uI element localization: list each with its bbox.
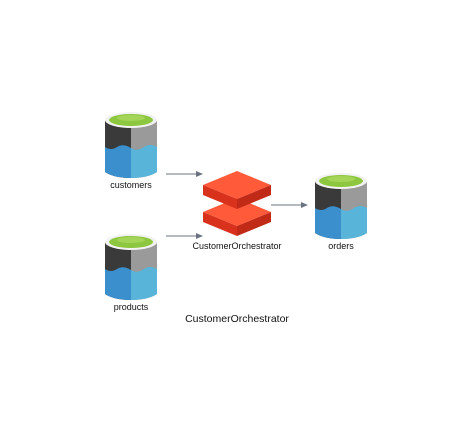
diagram-caption: CustomerOrchestrator: [185, 313, 289, 325]
customers-database-icon: [105, 112, 157, 178]
products-database-icon: [105, 234, 157, 300]
customers-label: customers: [110, 180, 152, 190]
databricks-stack-icon: [203, 171, 271, 236]
orders-database-icon: [315, 173, 367, 239]
orchestrator-label: CustomerOrchestrator: [192, 241, 282, 251]
products-label: products: [113, 302, 149, 312]
orders-label: orders: [328, 241, 354, 251]
